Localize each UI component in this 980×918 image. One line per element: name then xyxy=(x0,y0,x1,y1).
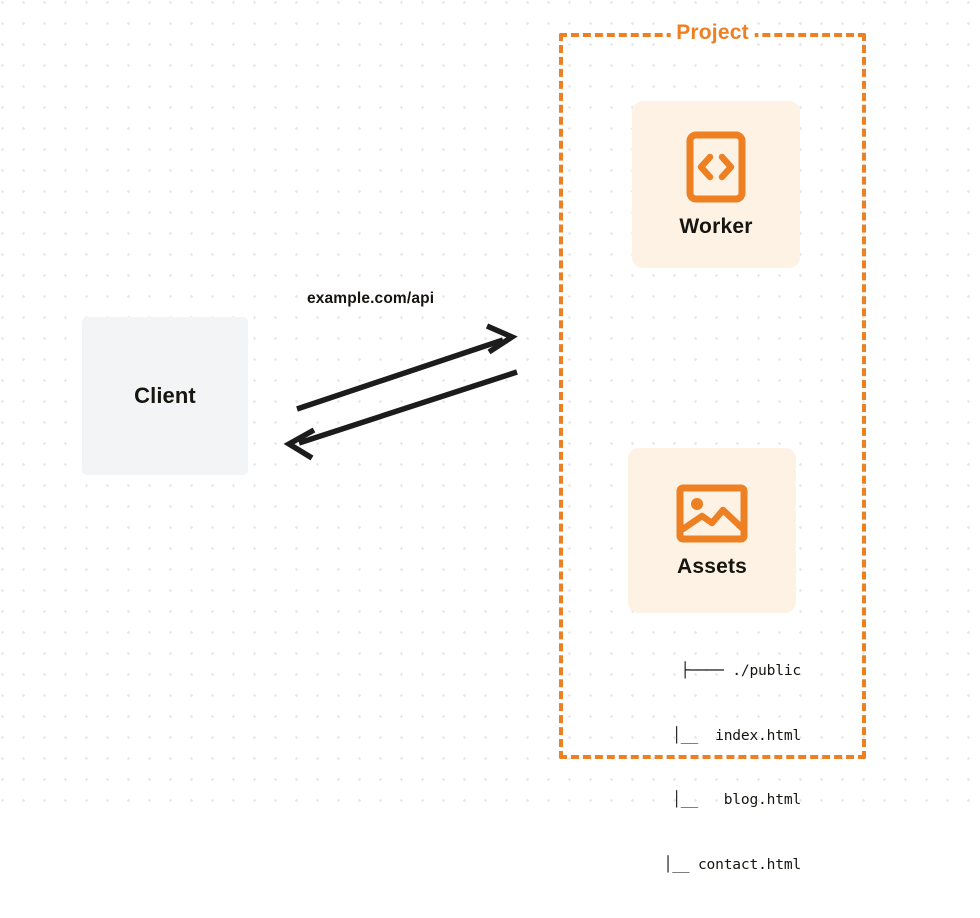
file-tree-line: │__ contact.html xyxy=(620,855,802,873)
arrow-right-icon xyxy=(296,323,518,412)
file-tree-line: │__ index.html xyxy=(629,726,801,744)
arrow-left-icon xyxy=(283,369,518,461)
project-group-title: Project xyxy=(670,21,755,45)
assets-card-label: Assets xyxy=(676,554,748,578)
diagram-canvas: Client example.com/api Project Worker xyxy=(0,0,980,873)
worker-card-label: Worker xyxy=(679,214,753,238)
image-picture-icon xyxy=(676,483,748,543)
assets-file-tree: ├──── ./public │__ index.html │__ blog.h… xyxy=(600,617,802,918)
client-node-label: Client xyxy=(134,383,196,408)
client-node[interactable]: Client xyxy=(82,317,248,475)
worker-card[interactable]: Worker xyxy=(632,101,800,268)
file-tree-line: ├──── ./public xyxy=(680,662,801,679)
project-group-boundary: Project xyxy=(559,21,866,759)
assets-card[interactable]: Assets xyxy=(628,448,796,613)
connection-label: example.com/api xyxy=(307,290,435,307)
code-brackets-icon xyxy=(686,131,746,203)
file-tree-line: │__ blog.html xyxy=(629,791,801,808)
